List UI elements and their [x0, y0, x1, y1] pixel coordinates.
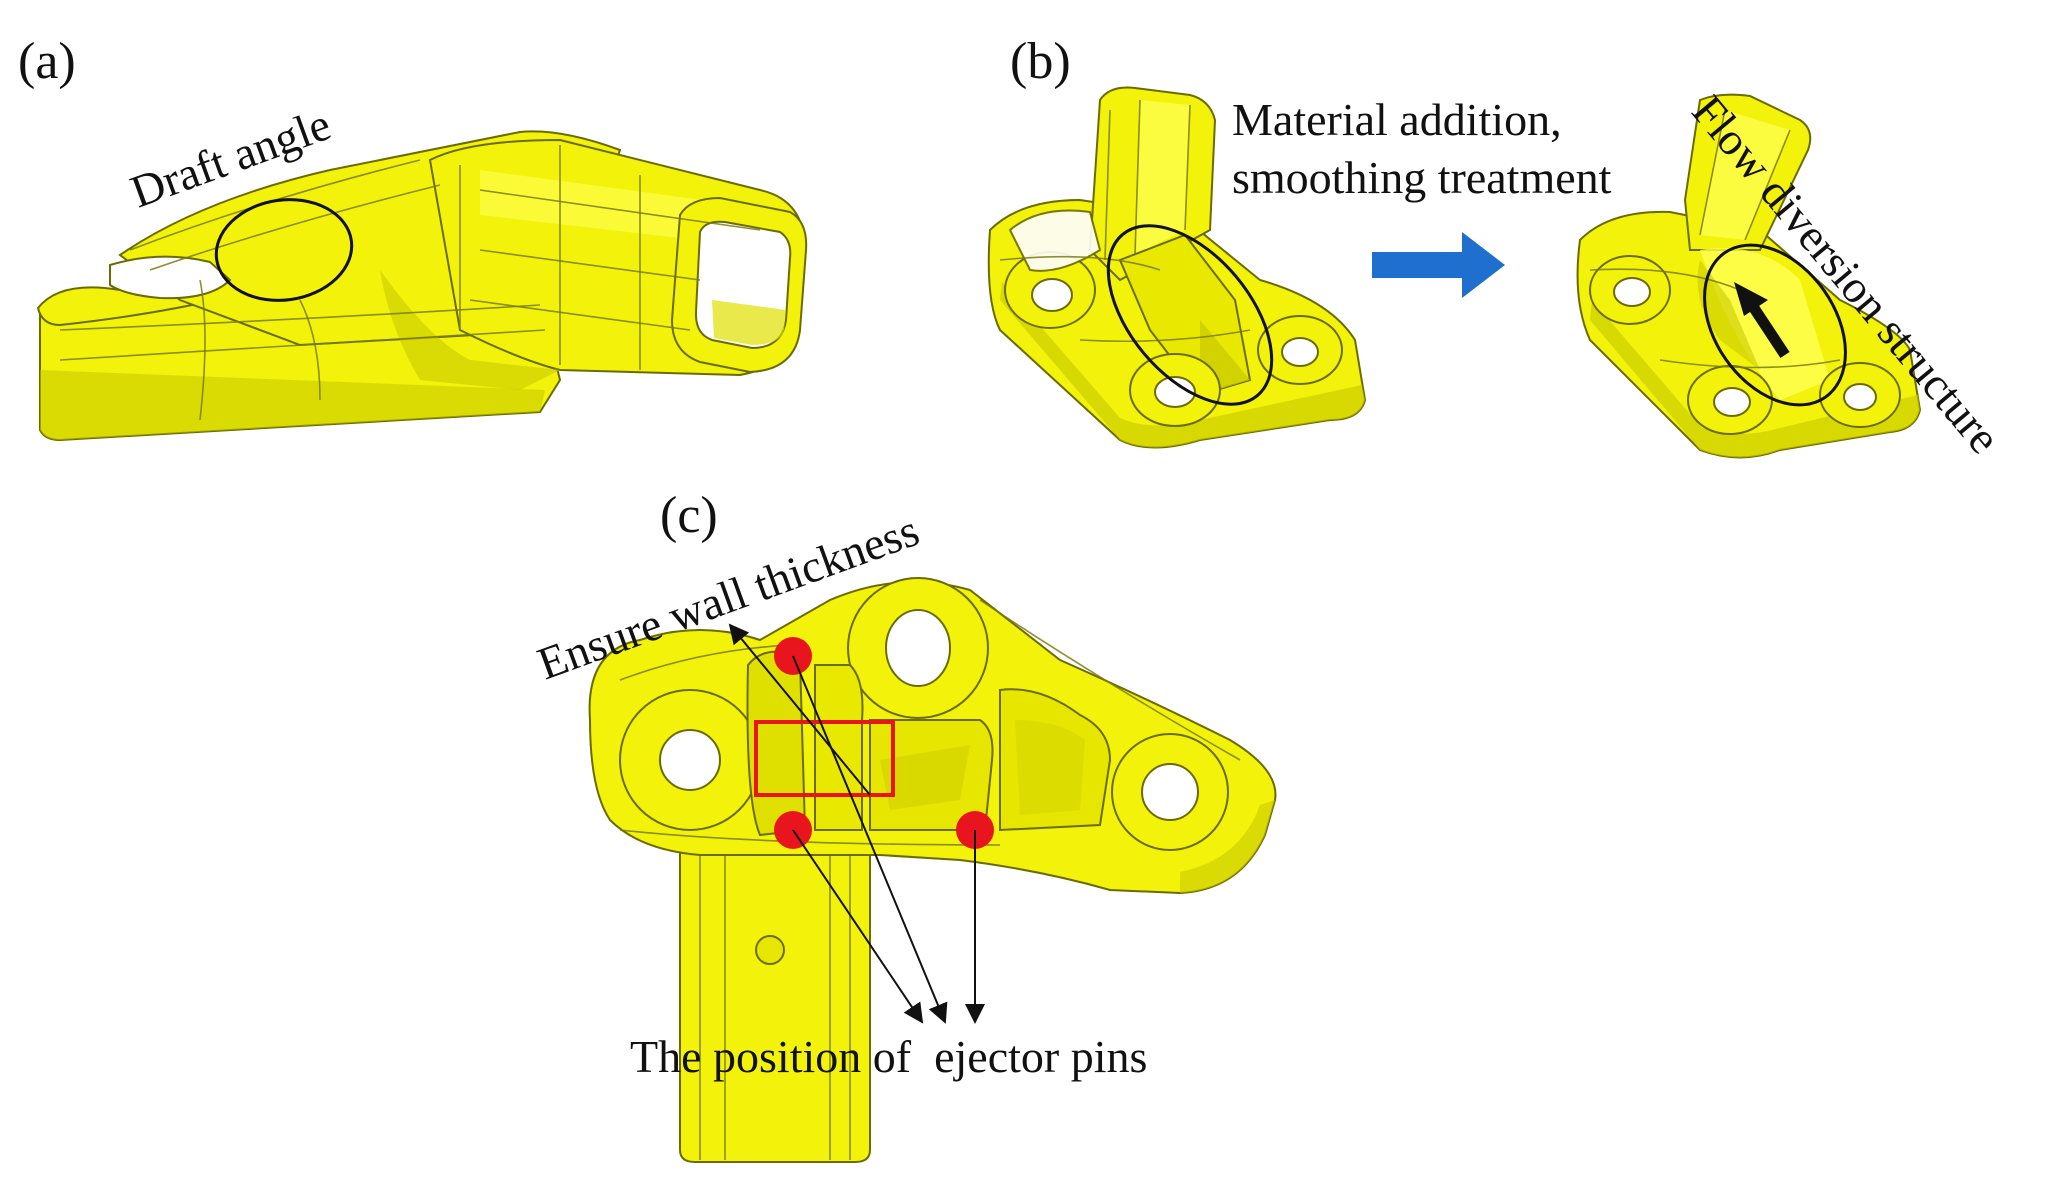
panel-c: (c) — [531, 487, 1277, 1163]
panel-a: (a) — [18, 33, 808, 442]
draft-angle-ellipse — [214, 198, 354, 302]
panel-b: (b) Material additio — [987, 33, 2010, 463]
arrow-right-icon — [1372, 232, 1505, 298]
wall-thickness-box — [754, 720, 895, 797]
material-addition-label-1: Material addition, — [1232, 94, 1562, 145]
panel-a-label: (a) — [18, 33, 76, 90]
part-b-after — [1576, 93, 1922, 459]
part-b-before — [987, 86, 1367, 449]
panel-c-label: (c) — [660, 487, 718, 544]
ejector-pins-label: The position of ejector pins — [630, 1031, 1147, 1082]
part-a — [36, 130, 808, 442]
part-c — [588, 577, 1277, 1163]
material-addition-label-2: smoothing treatment — [1232, 152, 1612, 203]
arrow-up-left-icon — [1734, 282, 1790, 359]
panel-b-label: (b) — [1010, 33, 1071, 90]
flow-diversion-ellipse — [1703, 243, 1847, 407]
leader-lines — [728, 623, 985, 1024]
material-addition-ellipse — [1106, 224, 1274, 406]
